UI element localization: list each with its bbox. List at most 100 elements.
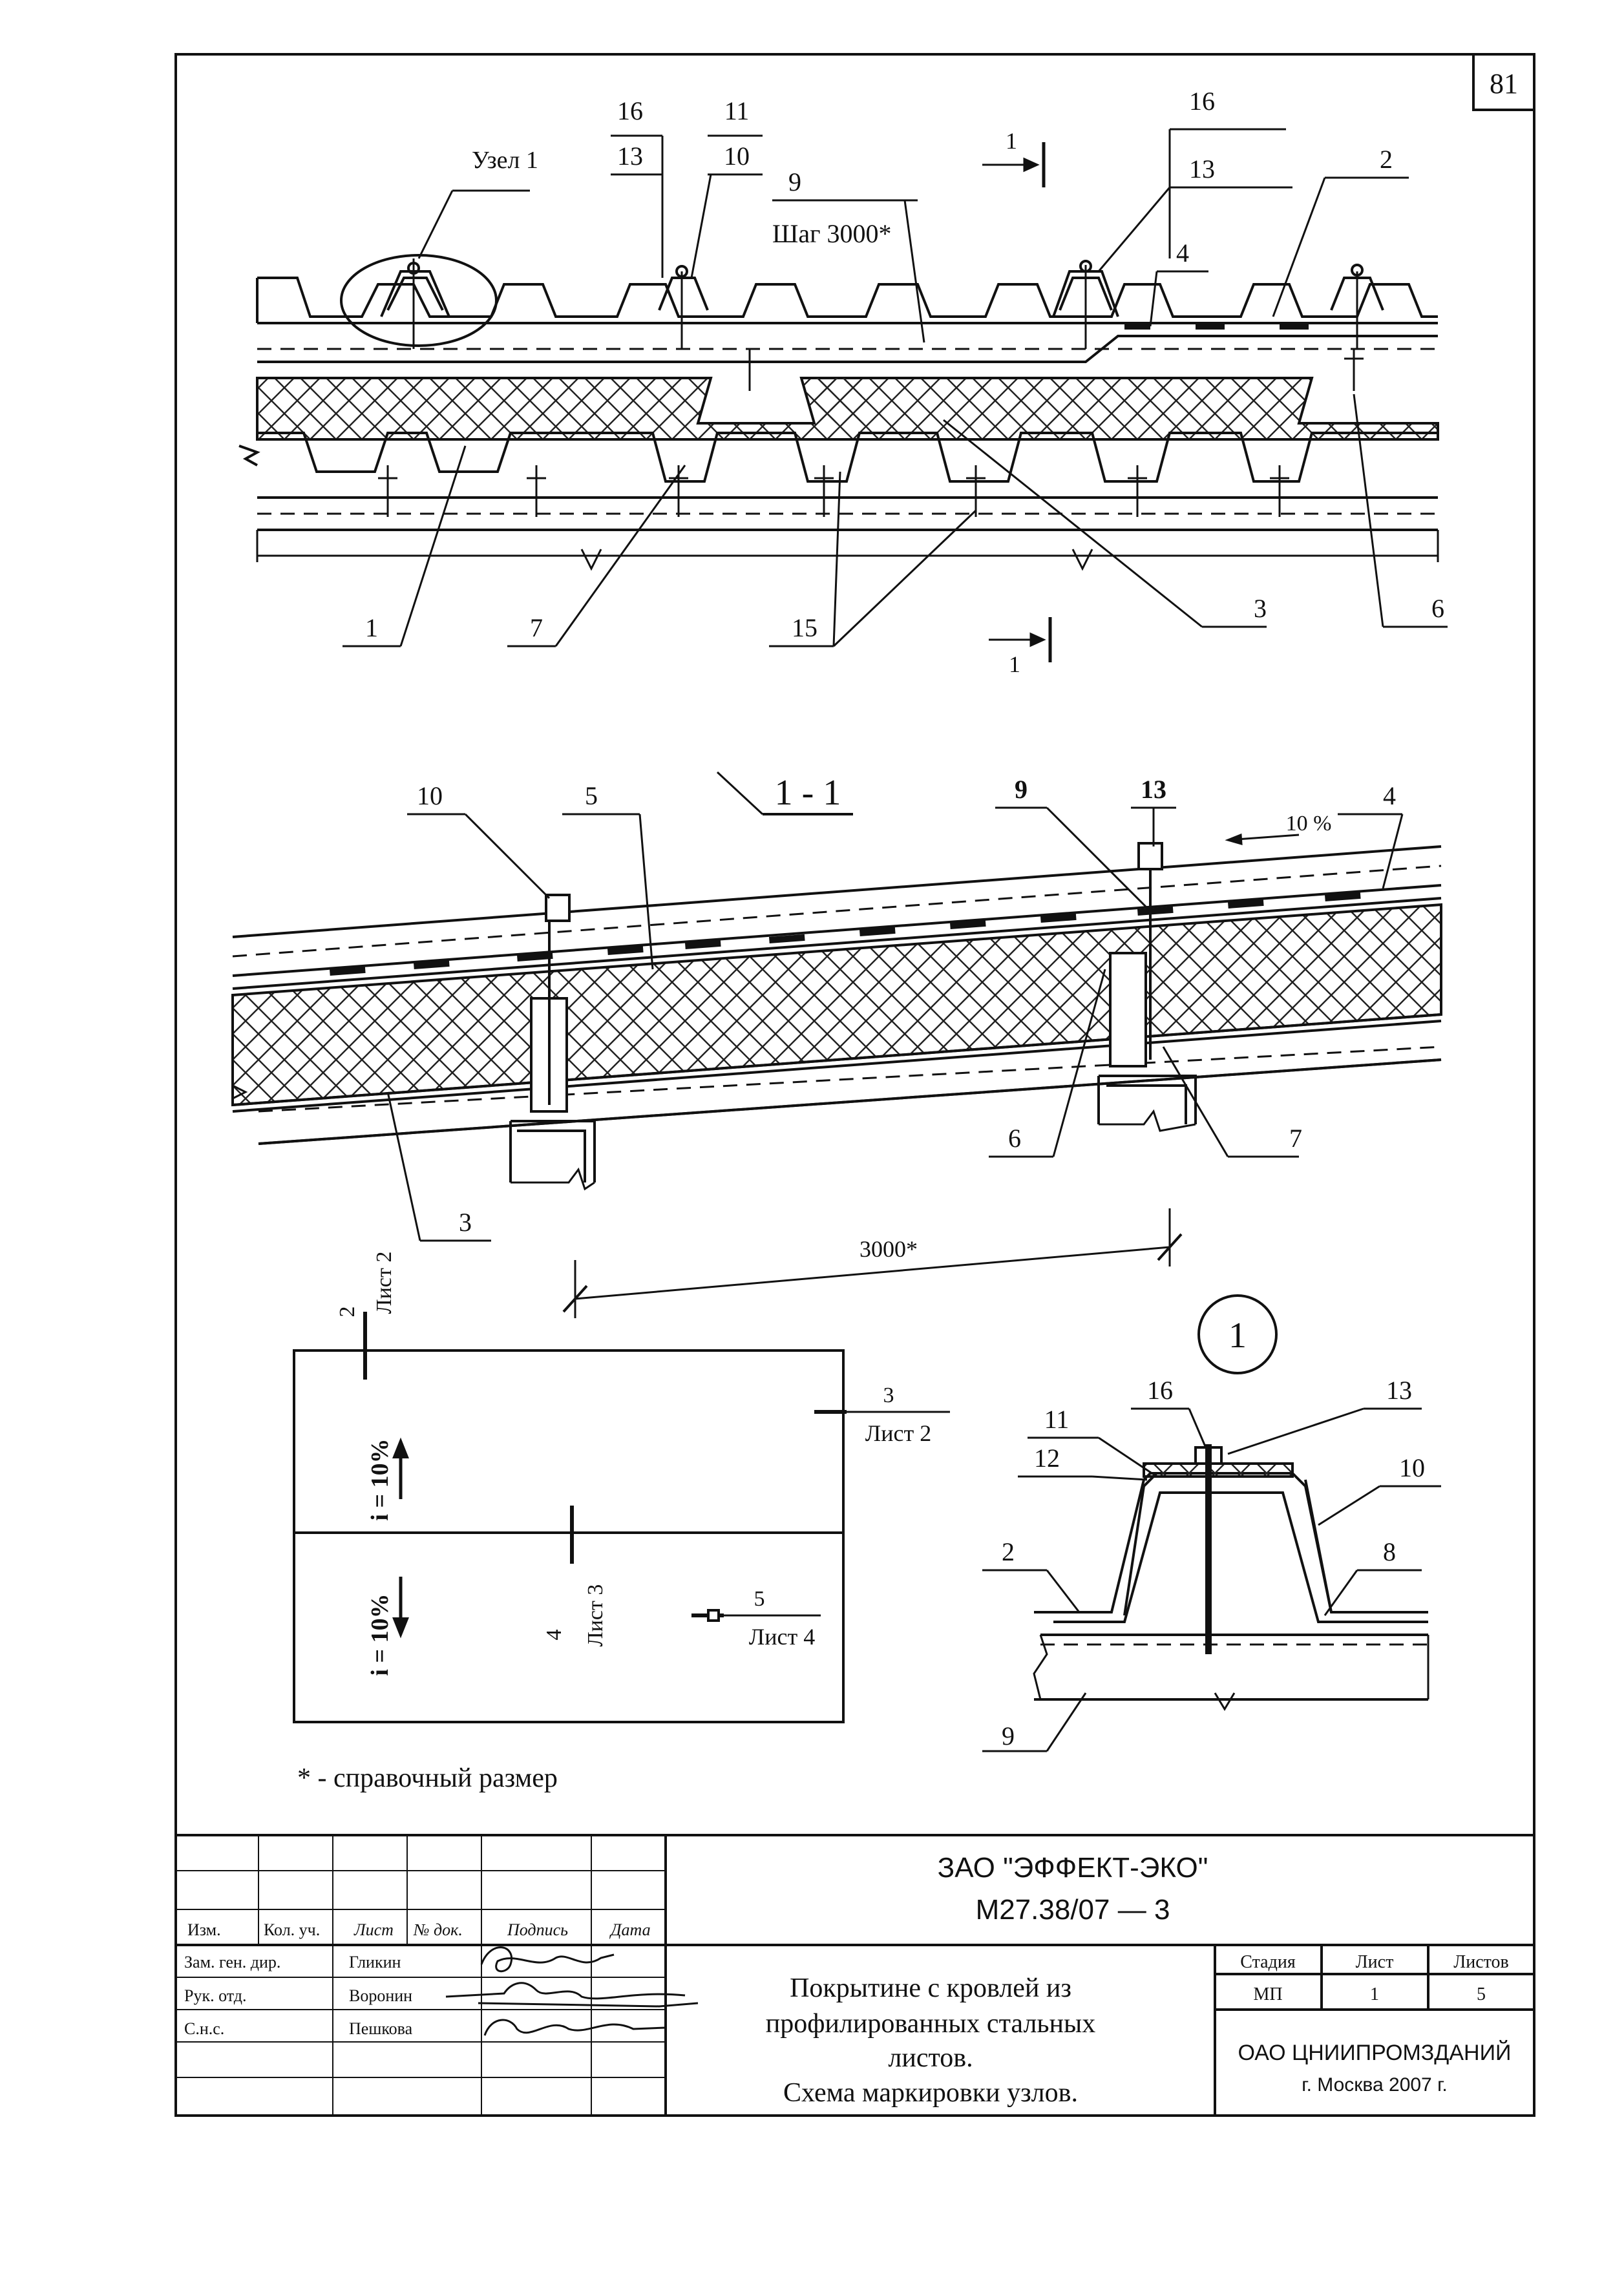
signatures <box>445 1946 699 2036</box>
top-leader-lines <box>343 128 1448 662</box>
screw-marks <box>378 258 1364 517</box>
role-2: Рук. отд. <box>184 1986 247 2005</box>
upper-profiled-sheet <box>257 277 1438 318</box>
plan-mark-3-num: 3 <box>883 1383 894 1407</box>
plan-mark-3-sheet: Лист 2 <box>865 1420 931 1446</box>
section-callout-10: 10 <box>417 781 443 810</box>
header-kol-uch: Кол. уч. <box>264 1920 320 1939</box>
callout-2: 2 <box>1380 145 1393 174</box>
node-callout-2: 2 <box>1002 1537 1015 1566</box>
section-callout-9: 9 <box>1015 775 1028 804</box>
section-callout-3: 3 <box>459 1208 472 1237</box>
callout-16b: 16 <box>1189 87 1215 116</box>
section-insulation <box>231 903 1442 1107</box>
step-label: Шаг 3000* <box>772 219 892 248</box>
name-2: Воронин <box>349 1986 412 2005</box>
plan-mark-5-num: 5 <box>754 1587 765 1611</box>
callout-7: 7 <box>530 613 543 642</box>
title-line-3: листов. <box>888 2043 973 2073</box>
header-date: Дата <box>609 1920 651 1939</box>
section-labels: 1 - 1 10 % 3000* 10 5 9 13 4 3 6 7 <box>417 773 1396 1262</box>
node-callout-9: 9 <box>1002 1721 1015 1750</box>
header-doc: № док. <box>413 1920 463 1939</box>
plan-outline <box>293 1349 845 1723</box>
callout-13b: 13 <box>1189 154 1215 184</box>
header-list: Лист <box>353 1920 394 1939</box>
city-year: г. Москва 2007 г. <box>1302 2074 1447 2096</box>
sheets-value: 5 <box>1477 1984 1486 2004</box>
header-signature: Подпись <box>507 1920 568 1939</box>
title-line-1: Покрытине с кровлей из <box>790 1973 1071 2003</box>
callout-13: 13 <box>617 142 643 171</box>
title-block <box>176 1834 1534 2116</box>
callout-6: 6 <box>1431 594 1444 623</box>
node-callout-8: 8 <box>1383 1537 1396 1566</box>
plan-mark-5-sheet: Лист 4 <box>749 1624 815 1650</box>
plan-detail <box>293 1312 950 1723</box>
plan-labels: i = 10% i = 10% 2 Лист 2 3 Лист 2 4 Лист… <box>335 1252 931 1676</box>
name-1: Гликин <box>349 1953 401 1971</box>
stage-header: Стадия <box>1240 1952 1296 1972</box>
plan-mark-4-sheet: Лист 3 <box>584 1584 607 1647</box>
section-mark-top: 1 <box>1006 128 1017 154</box>
company-name: ЗАО "ЭФФЕКТ-ЭКО" <box>938 1852 1208 1884</box>
organization: ОАО ЦНИИПРОМЗДАНИЙ <box>1238 2041 1512 2065</box>
plan-mark-4-num: 4 <box>542 1630 566 1641</box>
node-1-label: Узел 1 <box>472 147 538 174</box>
node-leader-lines <box>982 1407 1441 1752</box>
header-izm: Изм. <box>187 1920 221 1939</box>
top-detail-labels: Узел 1 Шаг 3000* 16 13 11 10 9 16 13 2 4… <box>365 87 1444 677</box>
plan-slope-upper: i = 10% <box>366 1438 394 1520</box>
node-circle-label: 1 <box>1229 1316 1247 1356</box>
slope-label: 10 % <box>1286 812 1332 835</box>
plan-mark-2-sheet: Лист 2 <box>372 1252 396 1314</box>
section-callout-6: 6 <box>1008 1124 1021 1153</box>
lower-profiled-deck <box>257 432 1438 483</box>
footnote: * - справочный размер <box>297 1763 558 1793</box>
callout-16: 16 <box>617 96 643 125</box>
name-3: Пешкова <box>349 2019 413 2038</box>
section-mark-bottom: 1 <box>1009 651 1020 677</box>
node-1-detail <box>1033 1294 1429 1711</box>
node-callout-12: 12 <box>1034 1444 1060 1473</box>
sheet-header: Лист <box>1356 1952 1394 1972</box>
node-1-circle <box>1197 1294 1278 1374</box>
sheet-value: 1 <box>1370 1984 1379 2004</box>
document-code: М27.38/07 — 3 <box>976 1894 1170 1926</box>
ridge-caps <box>380 260 1384 317</box>
dimension-label: 3000* <box>859 1236 918 1262</box>
role-1: Зам. ген. дир. <box>184 1953 280 1971</box>
section-post-right <box>1109 952 1147 1067</box>
section-callout-13: 13 <box>1141 775 1166 804</box>
top-detail <box>238 254 1439 571</box>
insulation-core <box>814 378 866 423</box>
section-title: 1 - 1 <box>775 773 841 813</box>
node-1-ellipse <box>340 254 498 347</box>
callout-10: 10 <box>724 142 750 171</box>
sealing-strips <box>1124 323 1309 330</box>
title-line-4: Схема маркировки узлов. <box>783 2078 1078 2108</box>
section-leader-lines <box>386 771 1404 1318</box>
node-labels: 1 16 13 11 12 10 2 8 9 <box>1002 1316 1425 1750</box>
role-3: С.н.с. <box>184 2019 224 2038</box>
title-block-text: ЗАО "ЭФФЕКТ-ЭКО" М27.38/07 — 3 Изм. Кол.… <box>184 1852 1511 2108</box>
node-callout-13: 13 <box>1386 1376 1412 1405</box>
page-number: 81 <box>1490 68 1518 100</box>
stage-value: МП <box>1253 1984 1282 2004</box>
drawing-frame <box>174 53 1535 2117</box>
node-callout-11: 11 <box>1044 1405 1070 1434</box>
title-line-2: профилированных стальных <box>766 2009 1096 2039</box>
callout-11: 11 <box>724 96 750 125</box>
callout-9: 9 <box>788 167 801 196</box>
callout-1: 1 <box>365 613 378 642</box>
plan-slope-lower: i = 10% <box>366 1593 394 1676</box>
node-callout-10: 10 <box>1399 1453 1425 1482</box>
node-bolt-washer <box>1143 1462 1294 1478</box>
section-callout-4: 4 <box>1383 781 1396 810</box>
page-number-box <box>1472 53 1535 111</box>
node-callout-16: 16 <box>1147 1376 1173 1405</box>
section-1-1-detail <box>231 842 1442 1191</box>
plan-mark-2-num: 2 <box>335 1307 359 1318</box>
callout-15: 15 <box>792 613 817 642</box>
